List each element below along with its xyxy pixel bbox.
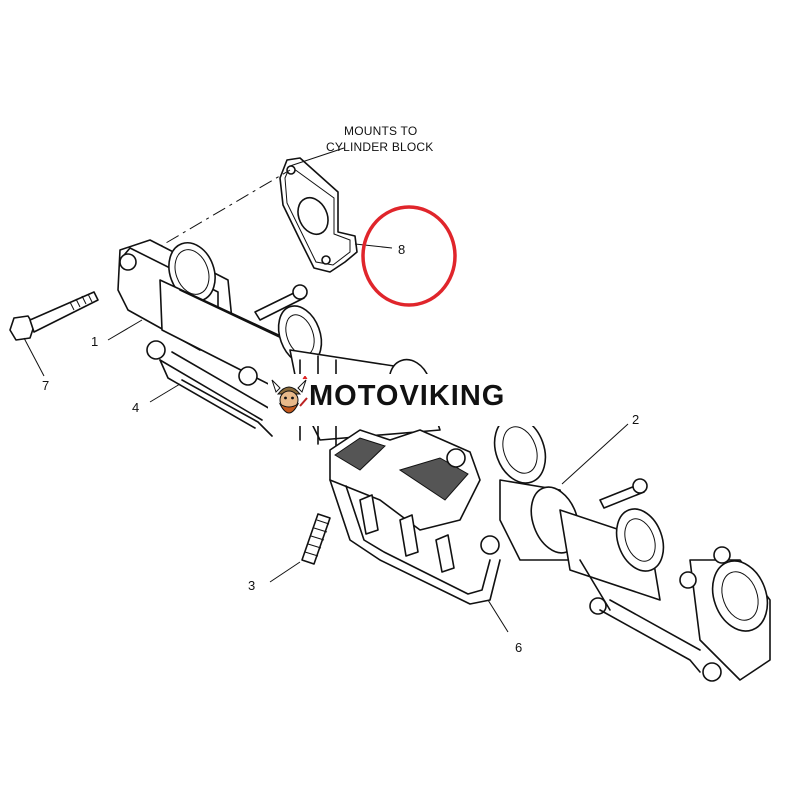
mounting-note-line1: MOUNTS TO [344,124,417,138]
callout-8: 8 [398,242,405,257]
manifest-right-section-part-2 [493,416,771,682]
callout-2: 2 [632,412,639,427]
bolt-part-7 [9,291,99,341]
viking-mascot-icon [271,376,308,414]
watermark-band [268,374,534,426]
callout-1: 1 [91,334,98,349]
leader-lines [23,147,629,633]
stud-part-3 [301,513,331,565]
callout-3: 3 [248,578,255,593]
mounting-note-line2: CYLINDER BLOCK [326,140,434,154]
callout-4: 4 [132,400,139,415]
strap-bracket-part-4 [146,340,273,437]
callout-7: 7 [42,378,49,393]
highlight-circle [361,205,457,307]
callout-6: 6 [515,640,522,655]
gasket-part-8 [279,157,358,273]
heat-shield-part-6 [329,429,501,605]
watermark-text: MOTOVIKING [309,380,506,412]
